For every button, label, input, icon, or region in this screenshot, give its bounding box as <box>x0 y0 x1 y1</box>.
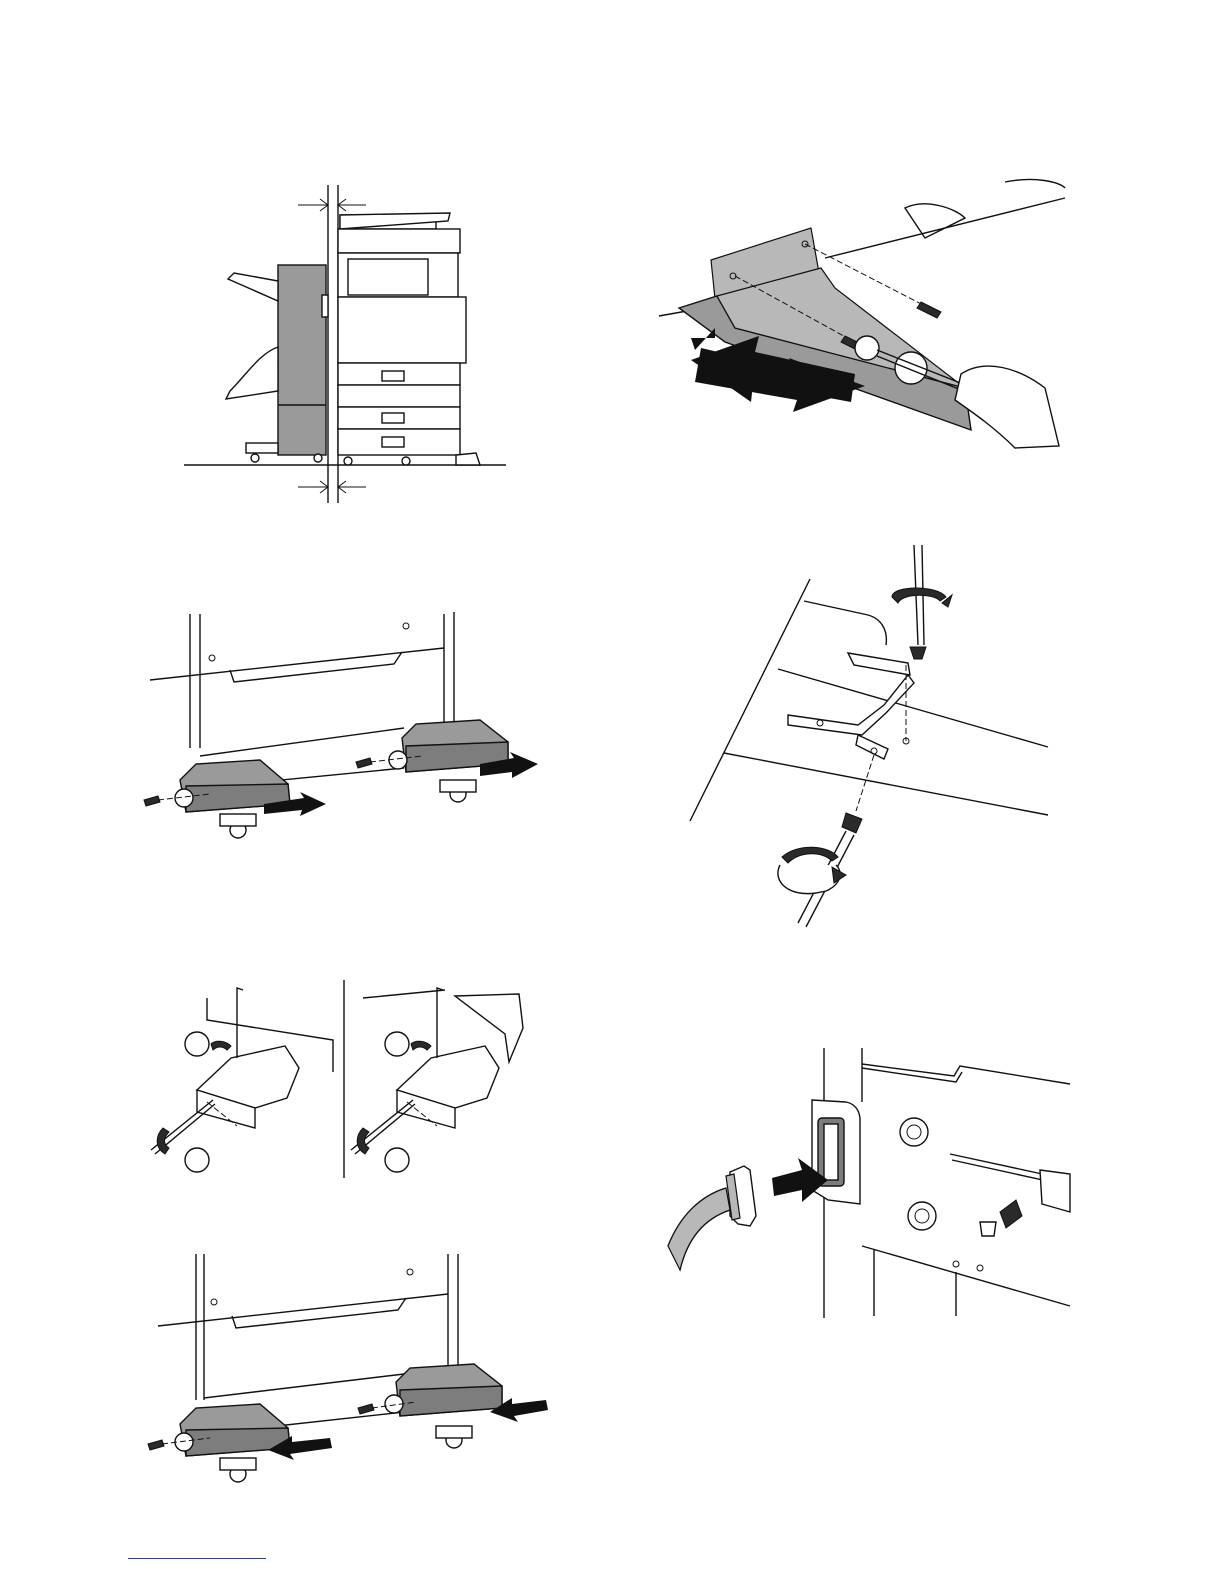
finisher-alignment-illustration <box>180 185 510 505</box>
caster-removal-illustration <box>140 608 540 848</box>
hex-key-adjust-illustration <box>145 980 545 1180</box>
rail-insert-illustration <box>655 178 1075 460</box>
footer-rule <box>128 1558 266 1559</box>
bracket-screw-illustration <box>688 545 1058 945</box>
cable-connector-illustration <box>660 1040 1072 1322</box>
caster-attach-illustration <box>140 1250 540 1490</box>
